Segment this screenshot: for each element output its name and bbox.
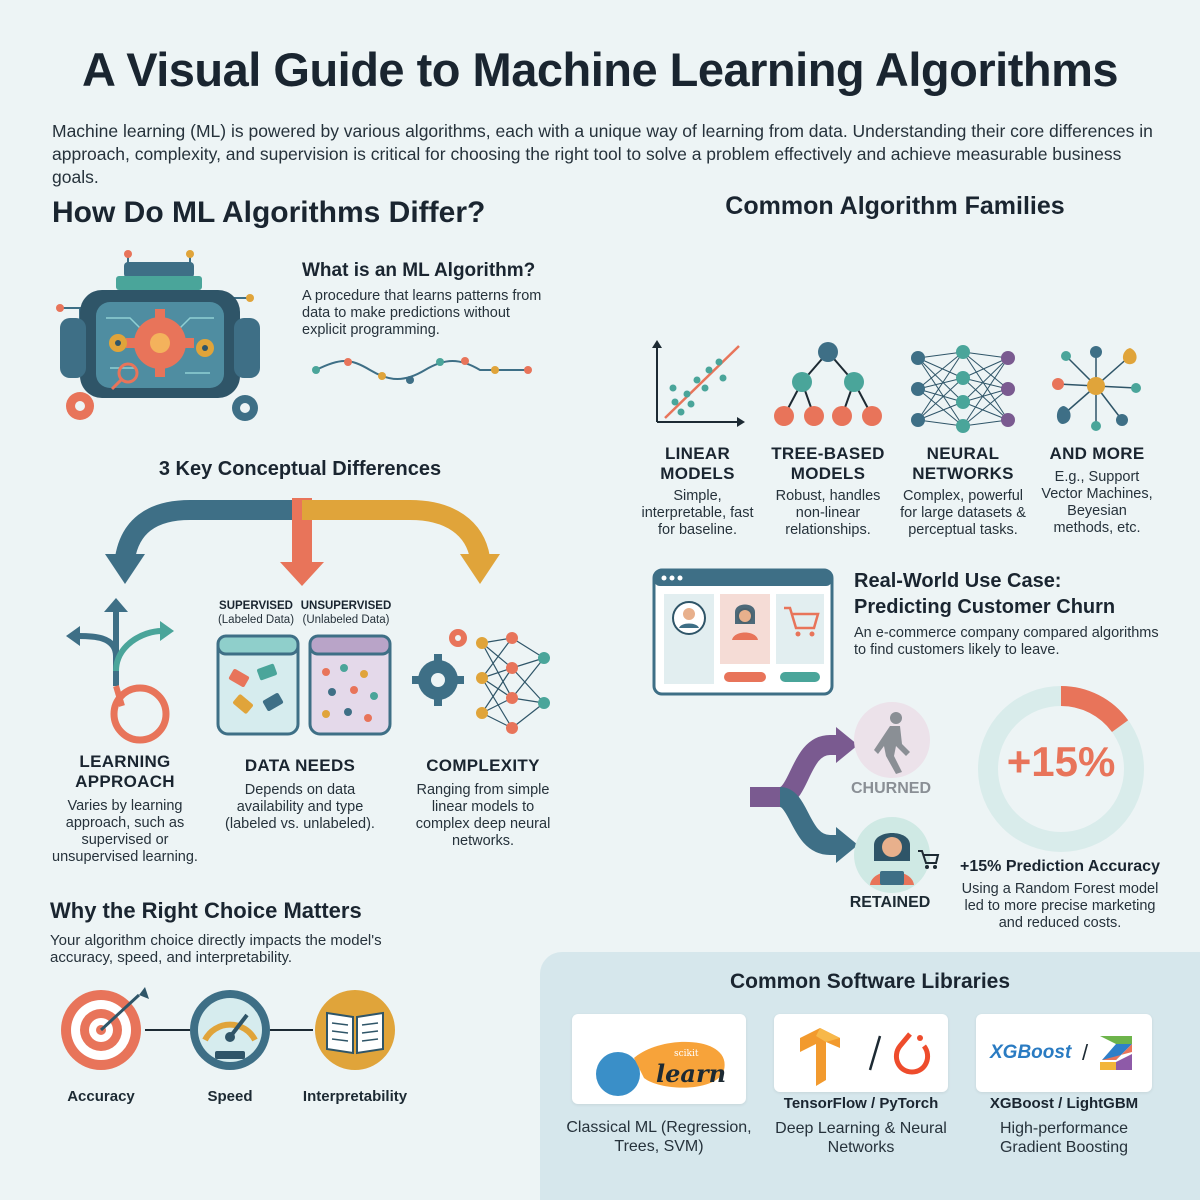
page-title: A Visual Guide to Machine Learning Algor… [81, 43, 1119, 96]
use-case-title-2: Predicting Customer Churn [854, 596, 1116, 618]
book-icon [315, 990, 395, 1070]
differences-title: 3 Key Conceptual Differences [158, 458, 442, 480]
section-heading-differ: How Do ML Algorithms Differ? [52, 196, 486, 229]
why-text: Your algorithm choice directly impacts t… [50, 932, 382, 966]
family-tree-text: Robust, handles non-linear relationships… [775, 488, 881, 538]
complexity-icon [412, 629, 550, 734]
supervised-sub: (Labeled Data) [217, 614, 295, 626]
tensorflow-pytorch-logo-card [774, 1014, 948, 1092]
retained-label: RETAINED [849, 894, 931, 911]
sklearn-logo-small-text: scikit [674, 1049, 699, 1059]
family-more-text: E.g., Support Vector Machines, Beyesian … [1041, 469, 1153, 536]
accuracy-gain-ring [978, 686, 1144, 852]
speedometer-icon [190, 990, 270, 1070]
ecommerce-browser-icon [652, 568, 834, 696]
interpretability-label: Interpretability [302, 1088, 408, 1105]
retained-customer-icon [854, 817, 940, 893]
sklearn-logo: scikit learn [596, 1041, 726, 1096]
family-neural-text: Complex, powerful for large datasets & p… [900, 488, 1026, 538]
logo-slash [868, 1035, 882, 1071]
tensorflow-icon [800, 1028, 840, 1086]
complexity-text: Ranging from simple linear models to com… [415, 782, 551, 849]
and-more-icon [1052, 346, 1141, 431]
libraries-heading: Common Software Libraries [729, 970, 1011, 993]
data-jars-icon [216, 634, 392, 736]
lightgbm-icon [1100, 1036, 1132, 1070]
family-more-title: AND MORE [1049, 444, 1145, 463]
complexity-title: COMPLEXITY [426, 756, 540, 775]
data-flow-line [312, 357, 532, 384]
tensorflow-pytorch-name: TensorFlow / PyTorch [783, 1095, 939, 1112]
logo-slash: / [1082, 1040, 1089, 1065]
unsupervised-label: UNSUPERVISED [300, 600, 392, 612]
sklearn-desc: Classical ML (Regression, Trees, SVM) [566, 1119, 752, 1155]
churn-split-arrows [750, 727, 858, 863]
why-title: Why the Right Choice Matters [50, 898, 362, 923]
family-linear-text: Simple, interpretable, fast for baseline… [641, 488, 754, 538]
unsupervised-sub: (Unlabeled Data) [302, 614, 390, 626]
learning-approach-text: Varies by learning approach, such as sup… [52, 798, 198, 865]
pytorch-icon [894, 1032, 930, 1075]
churned-label: CHURNED [851, 780, 931, 797]
use-case-title-1: Real-World Use Case: [854, 570, 1062, 592]
tensorflow-pytorch-desc: Deep Learning & Neural Networks [775, 1120, 947, 1156]
tree-based-icon [774, 342, 882, 426]
why-icons [61, 987, 395, 1070]
family-neural-title: NEURAL NETWORKS [912, 444, 1014, 483]
learning-approach-icon [66, 598, 174, 744]
family-tree-title: TREE-BASED MODELS [771, 444, 885, 483]
differences-arrows [105, 498, 500, 586]
xgboost-logo-text: XGBoost [990, 1042, 1072, 1063]
use-case-text: An e-commerce company compared algorithm… [854, 625, 1159, 658]
families-heading: Common Algorithm Families [725, 192, 1065, 220]
walking-person-icon [854, 702, 930, 778]
neural-networks-icon [911, 345, 1015, 433]
ring-progress-arc [1060, 686, 1129, 733]
supervised-label: SUPERVISED [219, 600, 293, 612]
result-text: Using a Random Forest model led to more … [961, 881, 1159, 931]
result-title: +15% Prediction Accuracy [960, 858, 1160, 875]
tensorflow-pytorch-logo [800, 1028, 930, 1086]
data-needs-title: DATA NEEDS [244, 756, 356, 775]
family-linear-title: LINEAR MODELS [660, 444, 735, 483]
sklearn-logo-card: scikit learn [572, 1014, 746, 1104]
ml-machine-illustration [56, 250, 260, 421]
data-needs-text: Depends on data availability and type (l… [225, 782, 375, 832]
sklearn-logo-big-text: learn [656, 1059, 726, 1088]
xgboost-lightgbm-logo-card: XGBoost / [976, 1014, 1152, 1092]
accuracy-label: Accuracy [67, 1088, 135, 1105]
learning-approach-title: LEARNING APPROACH [75, 752, 175, 791]
target-icon [61, 987, 149, 1070]
what-is-title: What is an ML Algorithm? [302, 260, 536, 281]
big-gain-value: +15% [1006, 738, 1116, 785]
xgboost-lightgbm-name: XGBoost / LightGBM [989, 1095, 1139, 1112]
linear-models-icon [652, 340, 745, 427]
what-is-text: A procedure that learns patterns from da… [302, 288, 542, 338]
xgboost-lightgbm-desc: High-performance Gradient Boosting [999, 1120, 1129, 1156]
intro-text: Machine learning (ML) is powered by vari… [52, 121, 1153, 187]
speed-label: Speed [207, 1088, 253, 1105]
